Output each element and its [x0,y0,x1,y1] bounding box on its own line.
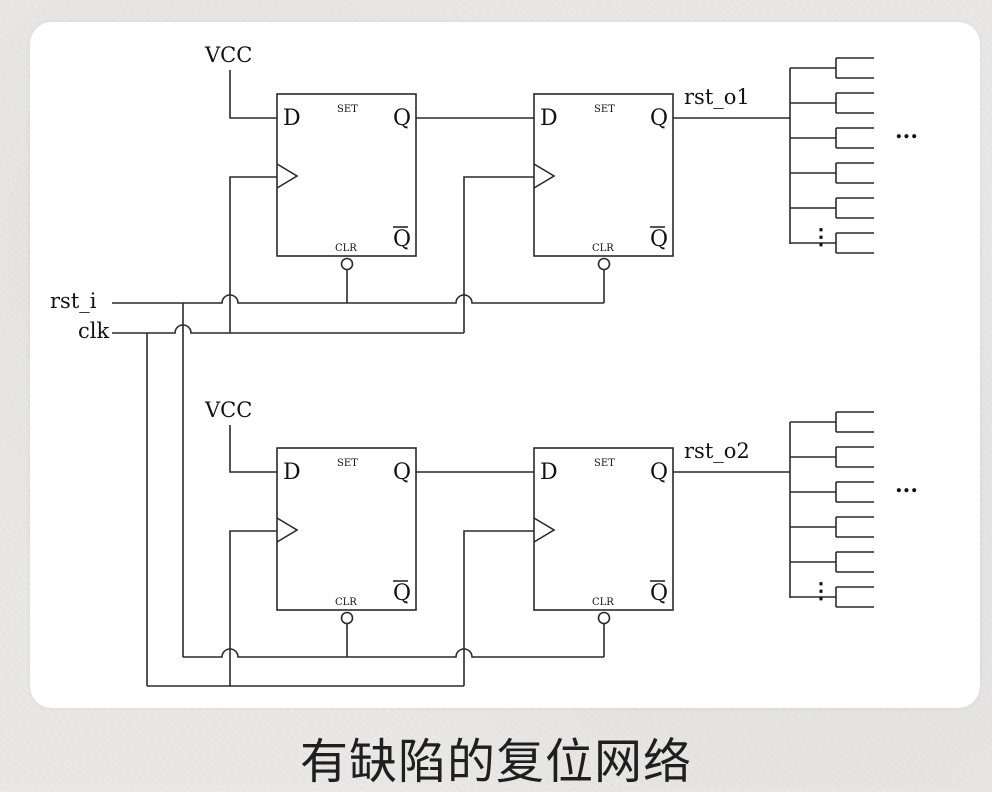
clock-triangle-icon [533,163,556,189]
clk-feed-2a [229,530,277,686]
set-pin-label: SET [594,104,615,115]
clk-feed-1a [229,176,277,333]
clock-triangle-icon [276,163,299,189]
clr-bubble-icon [597,257,611,271]
qbar-pin-label: Q [650,581,668,606]
rst-o2-label: rst_o2 [684,439,750,463]
rst-i-wire [112,294,604,304]
d-pin-label: D [283,106,301,131]
vcc-wire-top [229,70,277,119]
set-pin-label: SET [337,458,358,469]
clk-label: clk [78,319,109,343]
d-pin-label: D [540,460,558,485]
vcc-label-bottom: VCC [204,398,252,422]
set-pin-label: SET [337,104,358,115]
vcc-wire-bottom [229,425,277,473]
flipflop-1a: D Q Q SET CLR [276,93,417,271]
clr-bubble-icon [597,611,611,625]
flipflop-2b: D Q Q SET CLR [533,447,674,625]
clr-pin-label: CLR [592,243,614,254]
rst-i-wire-bottom [183,648,604,658]
clr-pin-label: CLR [335,597,357,608]
q-pin-label: Q [393,460,411,485]
clr-pin-label: CLR [592,597,614,608]
ellipsis-bottom: ... [895,472,918,498]
vcc-label-top: VCC [204,43,252,67]
d-pin-label: D [283,460,301,485]
clk-wire [112,324,464,334]
q-pin-label: Q [650,106,668,131]
qbar-pin-label: Q [393,227,411,252]
qbar-pin-label: Q [393,581,411,606]
fanout-tree-bottom: ⋮ [789,411,874,608]
flipflop-body [533,447,674,611]
clr-bubble-icon [340,611,354,625]
clk-feed-1b [463,176,534,333]
flipflop-body [276,93,417,257]
ellipsis-vertical: ⋮ [810,578,832,604]
rst-o1-label: rst_o1 [684,85,750,109]
wires [112,70,790,687]
q-pin-label: Q [650,460,668,485]
clock-triangle-icon [276,517,299,543]
flipflop-1b: D Q Q SET CLR [533,93,674,271]
q-pin-label: Q [393,106,411,131]
caption: 有缺陷的复位网络 [299,734,692,790]
flipflop-body [533,93,674,257]
set-pin-label: SET [594,458,615,469]
clr-bubble-icon [340,257,354,271]
ellipsis-vertical: ⋮ [810,224,832,250]
qbar-pin-label: Q [650,227,668,252]
diagram-card [30,22,980,708]
rst-i-label: rst_i [50,289,97,313]
clk-feed-2b [463,530,534,686]
flipflop-body [276,447,417,611]
clock-triangle-icon [533,517,556,543]
fanout-tree-top: ⋮ [789,57,874,254]
flipflops: D Q Q SET CLR D Q Q SET CLR D Q Q SET CLR D Q Q SET CLR [276,93,674,625]
clr-pin-label: CLR [335,243,357,254]
d-pin-label: D [540,106,558,131]
fanout-trees: ⋮⋮ [789,57,874,608]
ellipsis-top: ... [895,118,918,144]
flipflop-2a: D Q Q SET CLR [276,447,417,625]
